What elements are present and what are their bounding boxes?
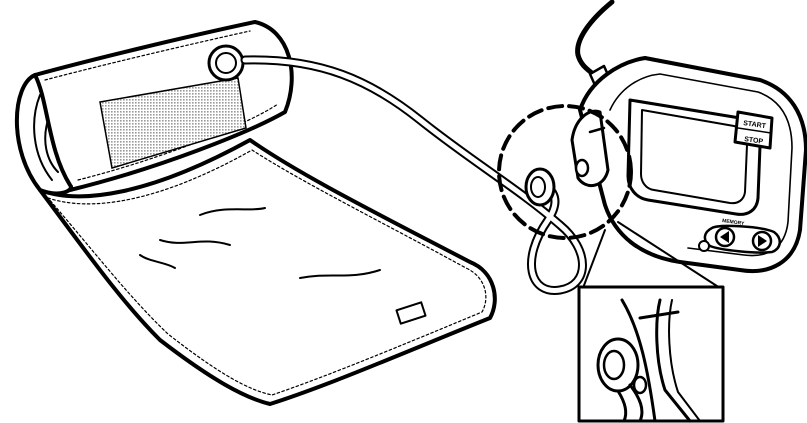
arm-cuff [17, 22, 495, 404]
cuff-air-port-inner [216, 53, 236, 73]
air-jack [576, 160, 588, 176]
inset-air-jack [634, 377, 646, 393]
blood-pressure-monitor: START STOP MEMORY [572, 2, 806, 271]
small-indicator-button[interactable] [699, 241, 709, 251]
